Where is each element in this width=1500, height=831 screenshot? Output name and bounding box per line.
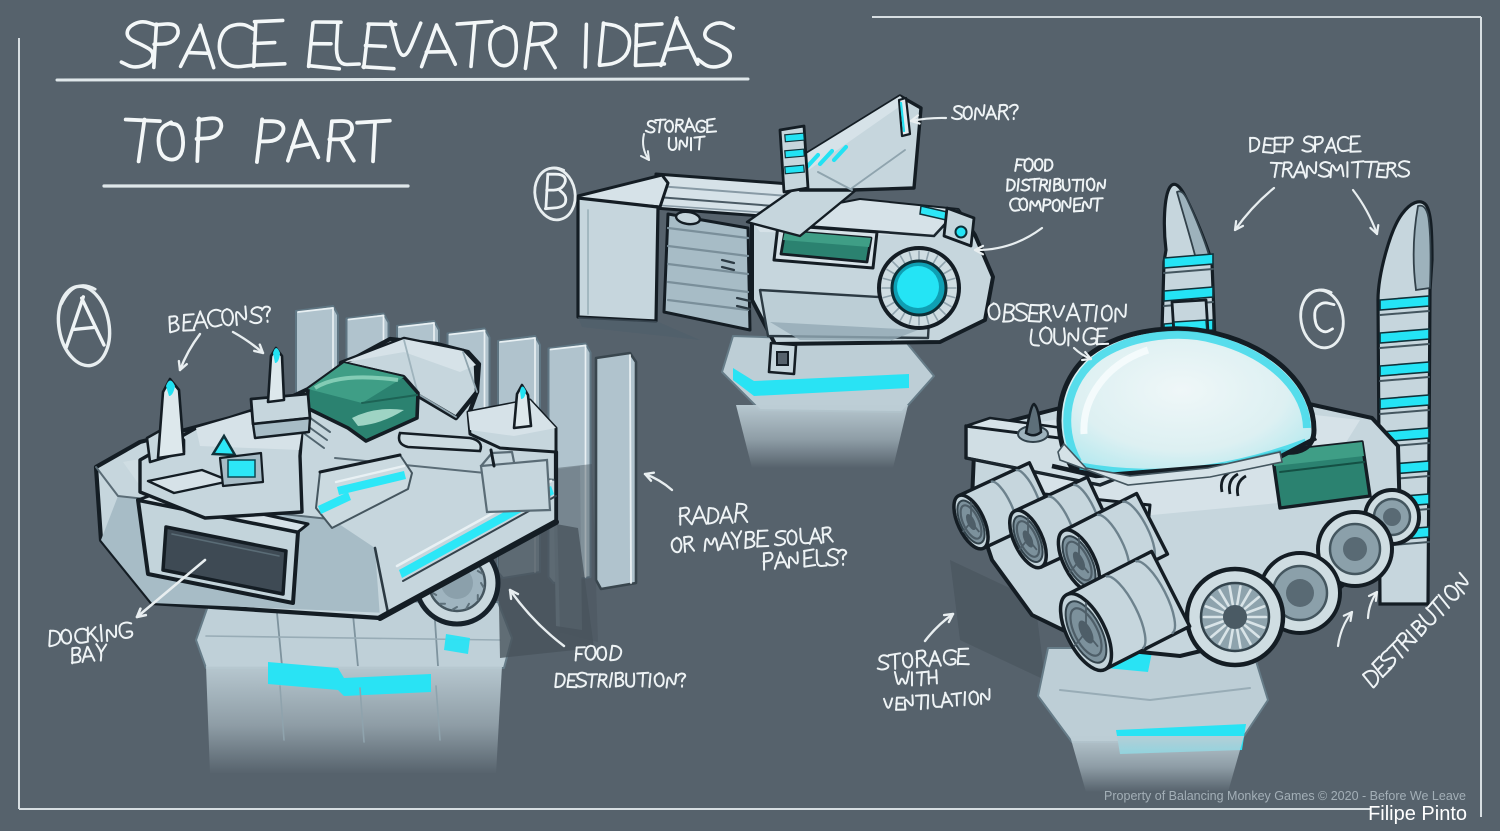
- svg-text:Property of Balancing Monkey G: Property of Balancing Monkey Games © 202…: [1104, 789, 1466, 803]
- svg-text:Filipe Pinto: Filipe Pinto: [1368, 803, 1467, 825]
